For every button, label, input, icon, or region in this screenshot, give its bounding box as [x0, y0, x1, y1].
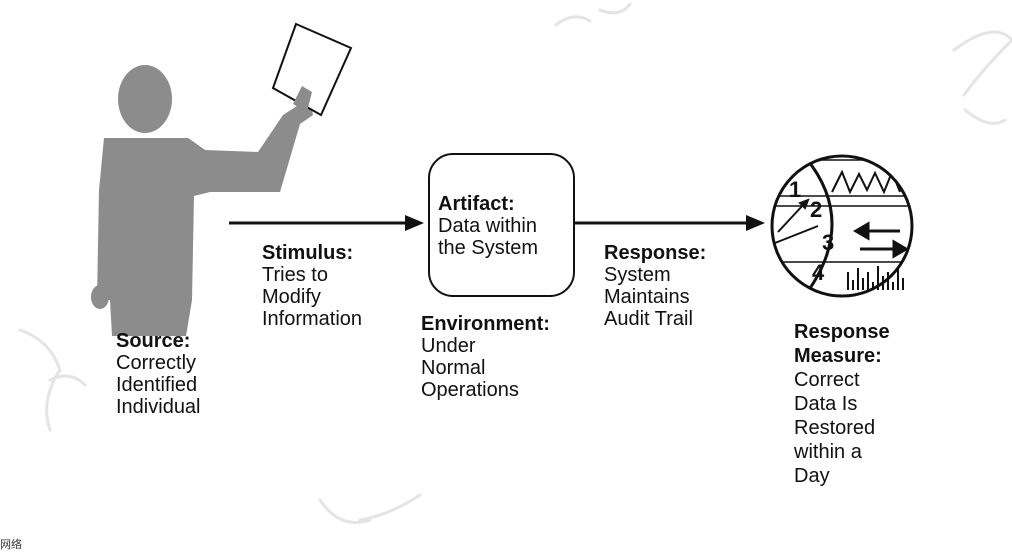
response-measure-heading: Response — [794, 321, 890, 343]
environment-heading: Environment: — [421, 313, 550, 335]
gauge-number-4: 4 — [812, 260, 825, 285]
environment-line: Operations — [421, 379, 519, 401]
stimulus-label: Stimulus: Tries to Modify Information — [262, 242, 362, 330]
gauge-bars — [847, 266, 904, 290]
artifact-line: the System — [438, 237, 539, 259]
stimulus-line: Information — [262, 308, 363, 330]
source-line: Individual — [116, 396, 201, 418]
artifact-line: Data within — [438, 215, 537, 237]
gauge-number-2: 2 — [810, 197, 822, 222]
response-measure-line: Restored — [794, 417, 876, 439]
footer-text: 网络 — [0, 539, 22, 551]
gauge-number-3: 3 — [822, 230, 834, 255]
response-measure-line: within a — [794, 441, 862, 463]
response-measure-heading: Measure: — [794, 345, 882, 367]
wave-line — [831, 169, 901, 195]
response-heading: Response: — [604, 242, 707, 264]
source-line: Identified — [116, 374, 198, 396]
response-arrow — [575, 215, 765, 231]
response-line: System — [604, 264, 671, 286]
gauge-number-1: 1 — [789, 177, 801, 202]
environment-line: Under — [421, 335, 476, 357]
arrow-icon-left — [853, 221, 900, 241]
response-measure-line: Data Is — [794, 393, 858, 415]
gauge-icon: 1 2 3 4 — [770, 154, 914, 298]
response-line: Audit Trail — [604, 308, 693, 330]
watermark — [18, 2, 1012, 524]
person-figure — [91, 65, 313, 336]
response-measure-label: Response Measure: Correct Data Is Restor… — [794, 320, 890, 488]
response-measure-line: Correct — [794, 369, 860, 391]
response-measure-line: Day — [794, 465, 830, 487]
artifact-label: Artifact: Data within the System — [438, 193, 538, 259]
source-label: Source: Correctly Identified Individual — [116, 330, 201, 418]
stimulus-arrow — [229, 215, 424, 231]
stimulus-line: Tries to — [262, 264, 328, 286]
stimulus-line: Modify — [262, 286, 321, 308]
artifact-heading: Artifact: — [438, 193, 515, 215]
artifact-box — [428, 153, 575, 297]
environment-line: Normal — [421, 357, 486, 379]
response-label: Response: System Maintains Audit Trail — [604, 242, 706, 330]
stimulus-heading: Stimulus: — [262, 242, 354, 264]
source-line: Correctly — [116, 352, 197, 374]
gauge-needles — [774, 198, 819, 244]
source-heading: Source: — [116, 330, 191, 352]
environment-label: Environment: Under Normal Operations — [421, 313, 550, 401]
paper-icon — [271, 22, 353, 117]
response-line: Maintains — [604, 286, 690, 308]
arrow-icon-right — [860, 239, 909, 259]
